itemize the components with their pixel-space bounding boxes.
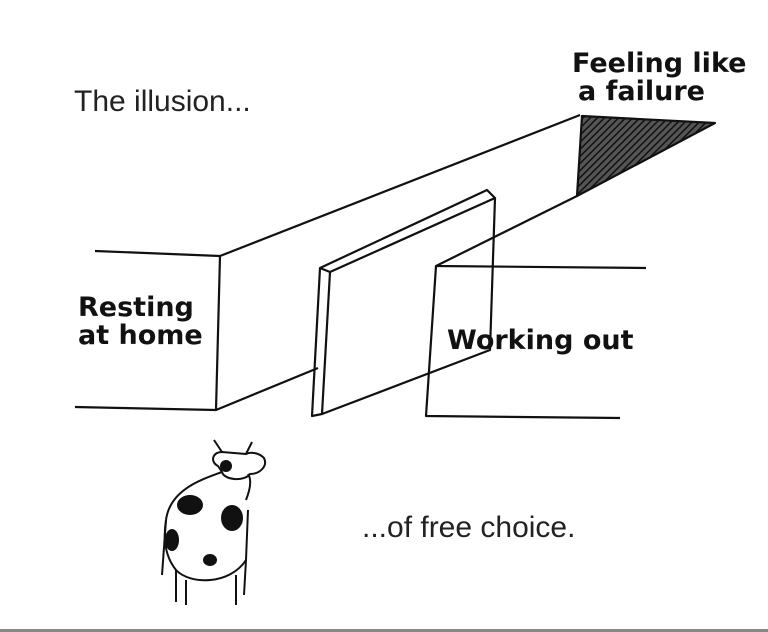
far-passage-shadow <box>575 114 717 198</box>
label-working-out: Working out <box>447 325 634 356</box>
label-resting-at-home: Resting at home <box>78 292 203 352</box>
label-line: Resting <box>78 292 194 323</box>
right-wall <box>424 195 647 420</box>
label-line: at home <box>78 320 203 352</box>
left-wall <box>74 113 581 412</box>
cow-drawing <box>161 439 266 605</box>
bottom-border <box>0 629 768 632</box>
label-line: a failure <box>578 76 705 108</box>
caption-bottom: ...of free choice. <box>362 511 576 544</box>
label-line: Feeling like <box>572 48 747 79</box>
middle-slab <box>310 188 497 418</box>
label-feeling-like-a-failure: Feeling like a failure <box>572 48 747 108</box>
caption-top: The illusion... <box>74 85 251 118</box>
